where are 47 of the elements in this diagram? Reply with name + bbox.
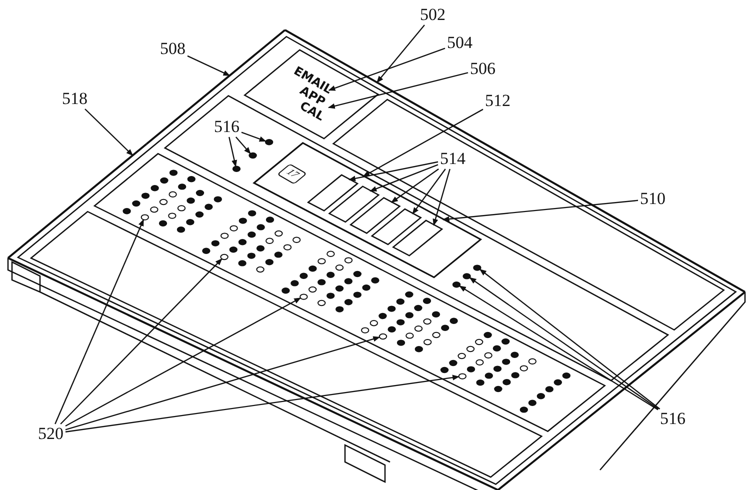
cover-edge [284,29,746,293]
leader-line [54,219,144,424]
indicator-dot [220,254,228,260]
cover-edge [146,29,286,145]
leader-line [187,55,230,76]
callout-number: 508 [160,40,186,58]
callout-number: 520 [38,425,64,443]
indicator-dot [232,166,241,172]
leader-line [60,258,222,424]
callout-number: 504 [447,34,472,52]
callout-number: 514 [440,150,466,168]
key-bar [392,220,443,257]
leader-line [328,48,446,91]
callout-number: 516 [214,118,240,136]
display-window [252,141,482,280]
leader-line [348,161,438,182]
callout-number: 502 [420,6,446,24]
leader-line [235,136,251,154]
leader-line [65,297,302,427]
leader-line [84,108,134,156]
leader-line [65,336,380,430]
leader-line [228,136,238,168]
indicator-dot [248,152,257,159]
cover-edge [7,143,148,259]
calendar-tile: 17 [276,164,308,185]
callout-number: 512 [485,92,510,110]
callout-number: 510 [640,190,666,208]
key-bar [328,186,380,224]
indicator-dot [300,294,308,300]
indicator-dot [378,333,388,340]
callout-number: 506 [470,60,496,78]
callout-number: 518 [62,90,88,108]
leader-line [328,72,468,109]
key-bar [306,174,358,212]
leader-line [362,108,484,177]
indicator-dot [458,373,466,380]
key-bar [349,197,401,234]
callout-number: 516 [660,410,686,428]
leader-line [412,168,446,214]
key-bar [370,208,422,246]
leader-line [442,200,638,222]
leader-line [376,24,425,83]
leader-line [370,164,438,192]
leader-line [432,168,450,226]
leader-line [65,374,460,432]
leader-line [241,132,266,142]
leader-line [390,168,439,203]
